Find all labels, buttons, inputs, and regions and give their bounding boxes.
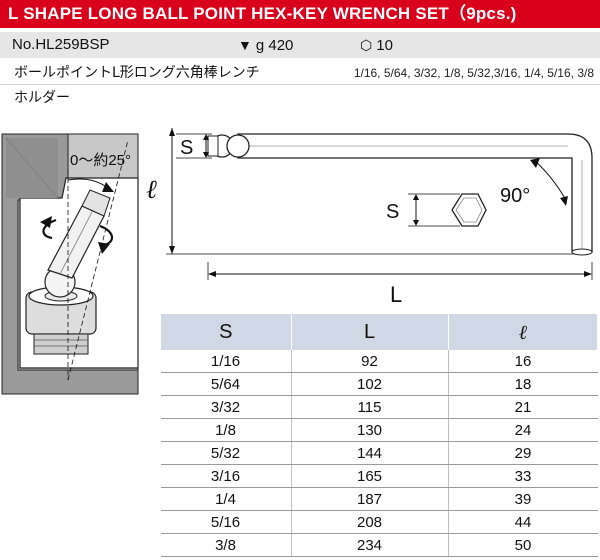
- cell-s: 5/16: [160, 510, 291, 534]
- cell-l: 115: [290, 395, 448, 419]
- wrench-diagram: [166, 128, 593, 280]
- column-header-l: L: [290, 314, 449, 350]
- cell-s: 5/64: [160, 372, 291, 396]
- cell-ell: 33: [447, 464, 598, 488]
- column-header-s: S: [160, 314, 292, 350]
- cell-l: 187: [290, 487, 448, 511]
- product-name: ボールポイントL形ロング六角棒レンチ: [14, 65, 260, 81]
- cell-ell: 24: [447, 418, 598, 442]
- box-icon: ⬡: [360, 37, 373, 53]
- cell-ell: 44: [447, 510, 598, 534]
- cell-s: 3/32: [160, 395, 291, 419]
- angle-label: 0〜約25°: [70, 152, 131, 169]
- weight-triangle-icon: ▼: [238, 37, 252, 53]
- weight-value: ▼g 420: [238, 32, 293, 59]
- cell-l: 165: [290, 464, 448, 488]
- cell-s: 1/8: [160, 418, 291, 442]
- size-list: 1/16, 5/64, 3/32, 1/8, 5/32,3/16, 1/4, 5…: [353, 66, 594, 80]
- holder-illustration: [1, 133, 139, 395]
- cell-l: 102: [290, 372, 448, 396]
- cell-ell: 50: [447, 533, 598, 557]
- holder-label: ホルダー: [14, 90, 70, 106]
- cell-ell: 21: [447, 395, 598, 419]
- quantity-text: 10: [376, 37, 393, 54]
- cell-l: 234: [290, 533, 448, 557]
- l-dimension-label: L: [390, 282, 402, 307]
- cell-l: 144: [290, 441, 448, 465]
- quantity-value: ⬡10: [360, 32, 393, 59]
- model-number: No.HL259BSP: [12, 36, 110, 53]
- cell-ell: 16: [447, 350, 598, 373]
- cell-s: 1/4: [160, 487, 291, 511]
- product-line: ボールポイントL形ロング六角棒レンチ 1/16, 5/64, 3/32, 1/8…: [0, 62, 600, 85]
- cell-s: 5/32: [160, 441, 291, 465]
- cell-l: 92: [290, 350, 448, 373]
- cell-s: 3/8: [160, 533, 291, 557]
- table-header-row: S L ℓ: [160, 314, 598, 350]
- s-hex-label: S: [386, 201, 399, 223]
- page-title: L SHAPE LONG BALL POINT HEX-KEY WRENCH S…: [0, 0, 600, 28]
- cell-ell: 29: [447, 441, 598, 465]
- cell-l: 208: [290, 510, 448, 534]
- column-header-ell: ℓ: [447, 314, 598, 350]
- right-angle-label: 90°: [500, 185, 530, 207]
- cell-s: 3/16: [160, 464, 291, 488]
- cell-l: 130: [290, 418, 448, 442]
- cell-ell: 39: [447, 487, 598, 511]
- weight-text: g 420: [255, 37, 294, 54]
- cell-ell: 18: [447, 372, 598, 396]
- s-dimension-label: S: [180, 137, 193, 159]
- cell-s: 1/16: [160, 350, 291, 373]
- spec-info-row: No.HL259BSP ▼g 420 ⬡10: [0, 32, 600, 58]
- ell-dimension-label: ℓ: [146, 175, 157, 205]
